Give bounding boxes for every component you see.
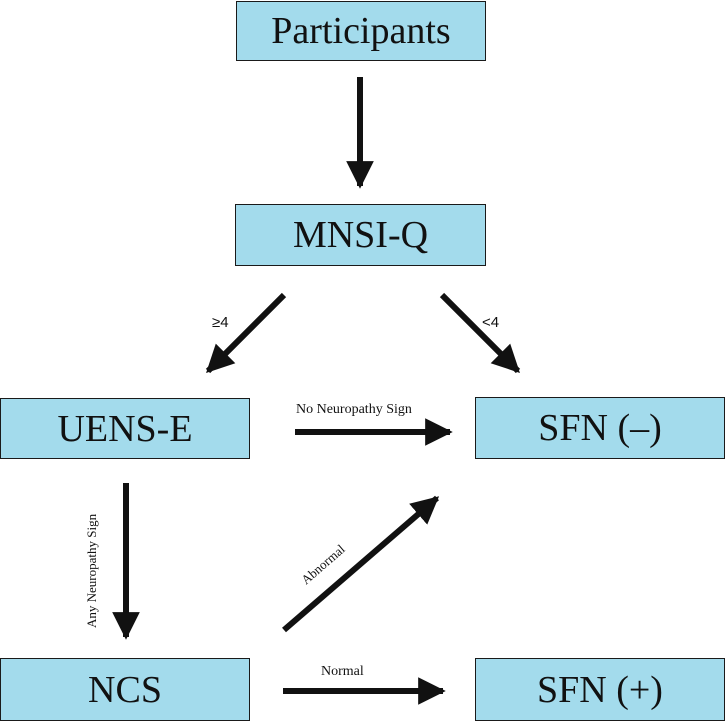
sfn-positive-box: SFN (+)	[475, 658, 725, 721]
ncs-label: NCS	[88, 668, 162, 711]
participants-box: Participants	[236, 1, 486, 61]
uens-e-box: UENS-E	[0, 398, 250, 459]
sfn-positive-label: SFN (+)	[537, 668, 663, 711]
arrow-mnsi-to-sfn-negative	[439, 292, 521, 374]
label-lt4: <4	[482, 314, 499, 331]
label-ge4: ≥4	[212, 314, 229, 331]
participants-label: Participants	[271, 10, 451, 52]
uens-e-label: UENS-E	[57, 407, 193, 450]
label-normal: Normal	[321, 664, 364, 679]
label-any-neuropathy-sign: Any Neuropathy Sign	[84, 513, 99, 628]
mnsi-q-box: MNSI-Q	[235, 204, 486, 266]
label-no-neuropathy-sign: No Neuropathy Sign	[296, 402, 412, 417]
sfn-negative-label: SFN (–)	[538, 407, 662, 449]
arrow-mnsi-to-uens	[205, 292, 287, 374]
mnsi-q-label: MNSI-Q	[292, 214, 429, 256]
sfn-negative-box: SFN (–)	[475, 397, 725, 459]
ncs-box: NCS	[0, 658, 250, 721]
arrow-ncs-to-sfn-negative	[282, 495, 440, 633]
